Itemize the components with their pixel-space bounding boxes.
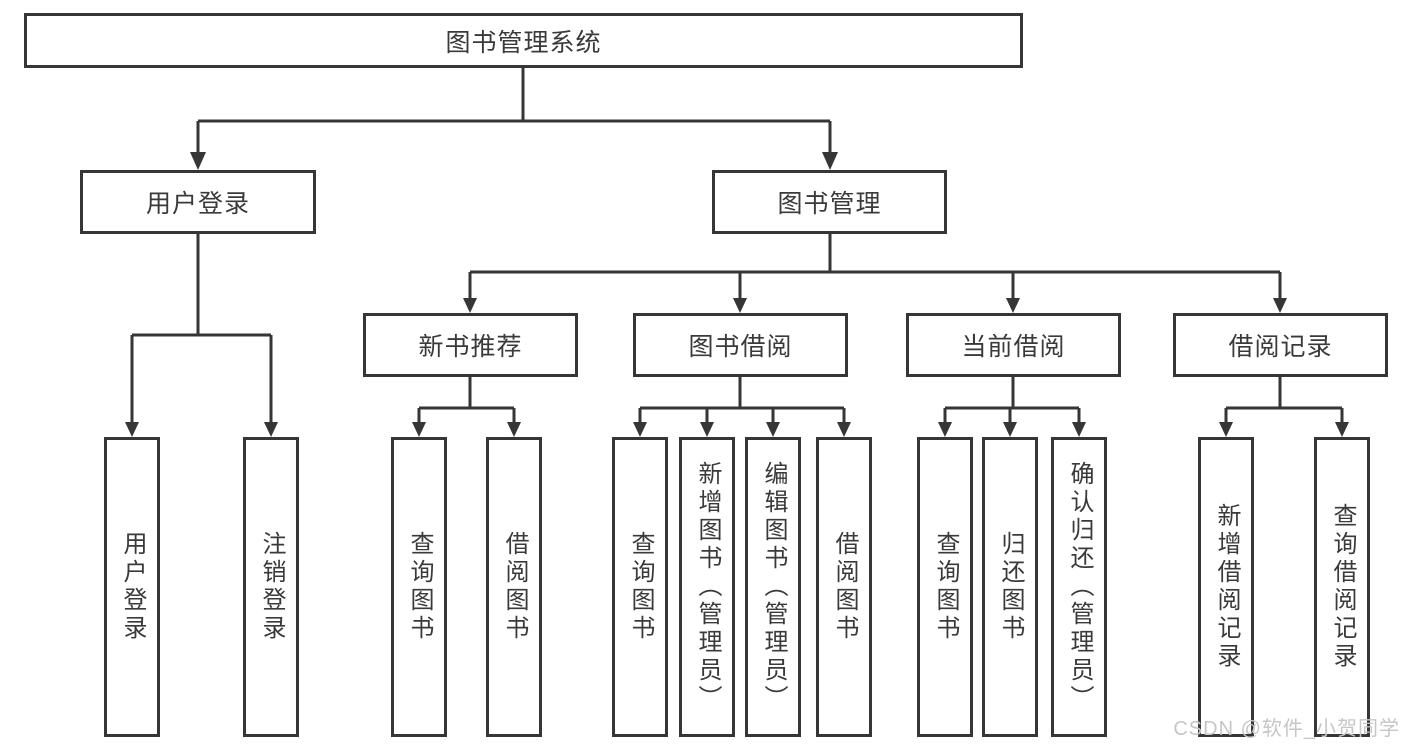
leaf-borrow-books-recommend: 借阅图书	[486, 437, 542, 737]
node-book-management: 图书管理	[712, 170, 947, 234]
leaf-confirm-return-admin: 确认归还（管理员）	[1051, 437, 1107, 737]
leaf-return-books: 归还图书	[982, 437, 1038, 737]
leaf-query-books-recommend: 查询图书	[391, 437, 447, 737]
csdn-watermark: CSDN @软件_小贺同学	[1173, 718, 1400, 740]
leaf-query-borrow-record: 查询借阅记录	[1314, 437, 1370, 737]
leaf-add-books-admin: 新增图书（管理员）	[679, 437, 735, 737]
leaf-borrow-books: 借阅图书	[816, 437, 872, 737]
node-book-borrow: 图书借阅	[633, 313, 848, 377]
node-user-login: 用户登录	[80, 170, 316, 234]
leaf-edit-books-admin: 编辑图书（管理员）	[745, 437, 801, 737]
leaf-user-login: 用户登录	[104, 437, 160, 737]
leaf-query-books-borrow: 查询图书	[612, 437, 668, 737]
node-new-book-recommend: 新书推荐	[363, 313, 578, 377]
leaf-query-books-current: 查询图书	[917, 437, 973, 737]
node-library-management-system: 图书管理系统	[24, 13, 1023, 68]
node-borrow-records: 借阅记录	[1173, 313, 1388, 377]
leaf-logout-login: 注销登录	[243, 437, 299, 737]
node-current-borrow: 当前借阅	[906, 313, 1121, 377]
leaf-add-borrow-record: 新增借阅记录	[1198, 437, 1254, 737]
